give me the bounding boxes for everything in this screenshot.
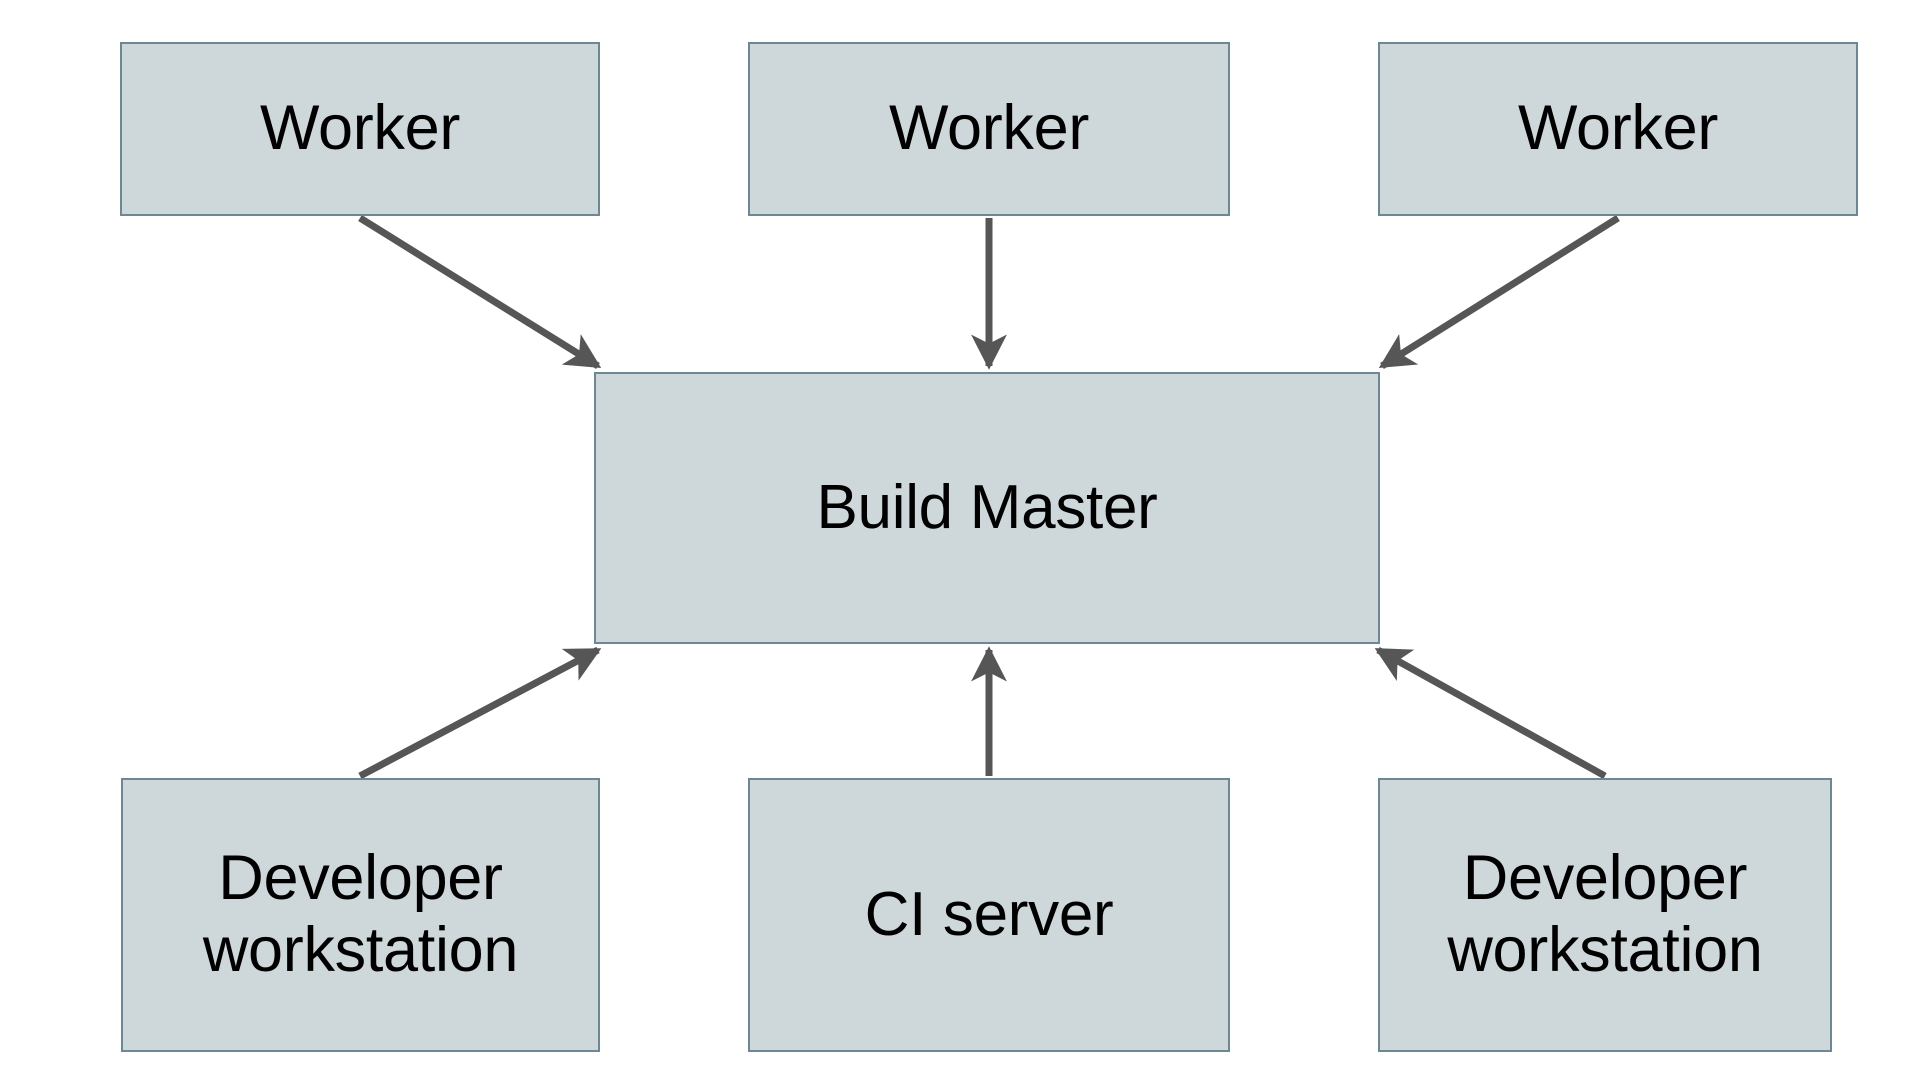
node-label: Developer workstation bbox=[202, 843, 519, 985]
edge-worker-1-to-master bbox=[358, 215, 602, 369]
edge-worker-3-to-master bbox=[1378, 215, 1620, 369]
edge-dev-ws-2-to-master bbox=[1374, 646, 1607, 780]
node-label: Worker bbox=[259, 93, 461, 164]
node-label: Worker bbox=[888, 93, 1090, 164]
node-build-master[interactable]: Build Master bbox=[594, 372, 1380, 644]
node-label: Build Master bbox=[816, 472, 1158, 542]
node-worker-2[interactable]: Worker bbox=[748, 42, 1230, 216]
node-worker-3[interactable]: Worker bbox=[1378, 42, 1858, 216]
node-ci-server[interactable]: CI server bbox=[748, 778, 1230, 1052]
node-developer-workstation-left[interactable]: Developer workstation bbox=[121, 778, 600, 1052]
node-worker-1[interactable]: Worker bbox=[120, 42, 600, 216]
node-label: CI server bbox=[864, 879, 1114, 949]
node-label: Worker bbox=[1517, 93, 1719, 164]
node-label: Developer workstation bbox=[1447, 843, 1763, 985]
edge-dev-ws-1-to-master bbox=[358, 646, 602, 780]
node-developer-workstation-right[interactable]: Developer workstation bbox=[1378, 778, 1832, 1052]
